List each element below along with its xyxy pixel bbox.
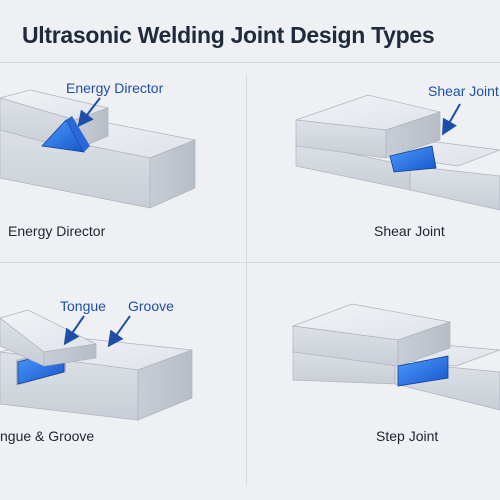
shear-joint-callout: Shear Joint	[428, 83, 499, 99]
groove-arrow	[107, 315, 131, 348]
energy-director-callout: Energy Director	[66, 80, 164, 96]
tongue-arrow	[63, 315, 85, 346]
step-joint-illustration	[292, 303, 500, 411]
energy-director-arrow	[77, 97, 101, 128]
title-underline	[0, 62, 500, 63]
tongue-groove-caption: ngue & Groove	[0, 428, 95, 444]
energy-director-caption: Energy Director	[8, 223, 106, 239]
step-weld-zone	[397, 355, 449, 387]
page-title: Ultrasonic Welding Joint Design Types	[22, 22, 435, 48]
shear-joint-caption: Shear Joint	[374, 223, 445, 239]
energy-director-illustration	[0, 89, 197, 209]
tongue-groove-illustration	[0, 309, 193, 421]
step-joint-caption: Step Joint	[376, 428, 439, 444]
shear-joint-arrow	[442, 103, 461, 136]
horizontal-divider	[0, 262, 500, 263]
shear-weld-zone	[389, 145, 437, 173]
tongue-callout: Tongue	[60, 298, 106, 314]
shear-joint-illustration	[295, 94, 500, 211]
groove-callout: Groove	[128, 298, 174, 314]
vertical-divider	[246, 75, 247, 485]
